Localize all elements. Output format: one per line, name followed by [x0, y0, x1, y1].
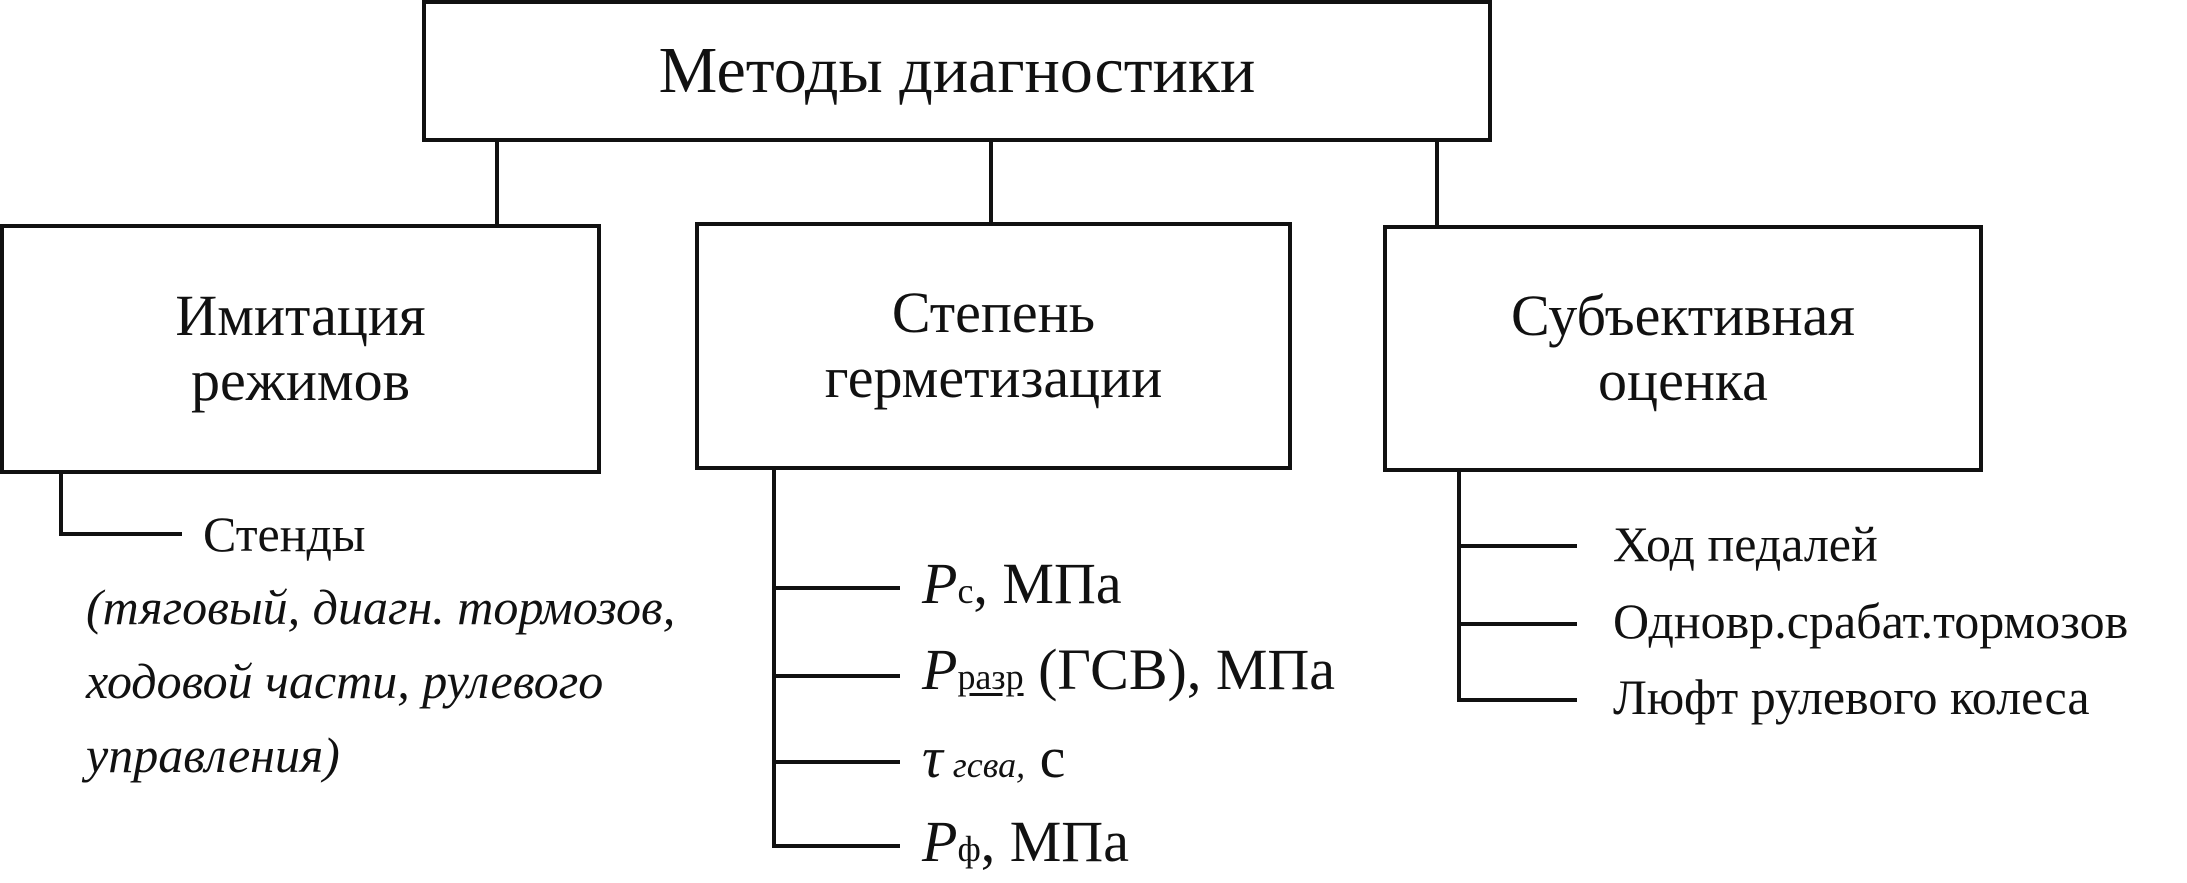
connector-root-branch-1 — [495, 140, 499, 226]
root-label: Методы диагностики — [658, 34, 1256, 108]
param-3-symbol: τ — [922, 725, 943, 790]
root-node: Методы диагностики — [422, 0, 1492, 142]
connector-params-vertical — [772, 468, 776, 848]
param-2-subscript: разр — [957, 657, 1024, 697]
item-simultaneous-braking: Одновр.срабат.тормозов — [1613, 593, 2129, 649]
branch-box-simulation: Имитация режимов — [0, 224, 601, 474]
stand-label: Стенды — [203, 506, 366, 562]
branch-1-title-line2: режимов — [191, 348, 410, 413]
param-1-rest: , МПа — [973, 551, 1122, 616]
connector-item-3 — [1457, 698, 1577, 702]
connector-root-branch-3 — [1435, 140, 1439, 228]
param-3-subscript: гсва, — [952, 745, 1026, 785]
param-1-subscript: с — [957, 571, 974, 611]
connector-root-branch-2 — [989, 140, 993, 224]
branch-box-sealing: Степень герметизации — [695, 222, 1292, 470]
param-pressure-f: Pф, МПа — [922, 808, 1129, 875]
stand-note-line-1: (тяговый, диагн. тормозов, — [86, 579, 676, 635]
item-pedal-travel: Ход педалей — [1613, 516, 1878, 572]
param-4-subscript: ф — [957, 829, 981, 869]
connector-item-2 — [1457, 622, 1577, 626]
connector-param-4 — [772, 844, 900, 848]
branch-3-title-line1: Субъективная — [1511, 282, 1855, 348]
branch-1-title-line1: Имитация — [175, 283, 426, 349]
connector-item-1 — [1457, 544, 1577, 548]
param-2-rest: (ГСВ), МПа — [1023, 637, 1336, 702]
param-pressure-vacuum: Pразр (ГСВ), МПа — [922, 636, 1335, 703]
connector-param-2 — [772, 674, 900, 678]
stand-note-line-3: управления) — [86, 727, 340, 783]
param-4-symbol: P — [922, 809, 958, 874]
connector-param-3 — [772, 760, 900, 764]
connector-param-1 — [772, 586, 900, 590]
stand-note-line-2: ходовой части, рулевого — [86, 653, 604, 709]
branch-2-title-line2: герметизации — [824, 345, 1163, 410]
param-1-symbol: P — [922, 551, 958, 616]
branch-box-subjective: Субъективная оценка — [1383, 225, 1983, 472]
param-3-rest: с — [1025, 725, 1066, 790]
connector-stand-vertical — [59, 472, 63, 536]
connector-items-vertical — [1457, 470, 1461, 702]
item-steering-play: Люфт рулевого колеса — [1613, 669, 2090, 725]
param-4-rest: , МПа — [980, 809, 1129, 874]
branch-2-title-line1: Степень — [891, 280, 1096, 346]
branch-3-title-line2: оценка — [1598, 347, 1768, 413]
param-2-symbol: P — [922, 637, 958, 702]
param-pressure-system: Pс, МПа — [922, 550, 1122, 617]
connector-stand-horizontal — [59, 532, 182, 536]
